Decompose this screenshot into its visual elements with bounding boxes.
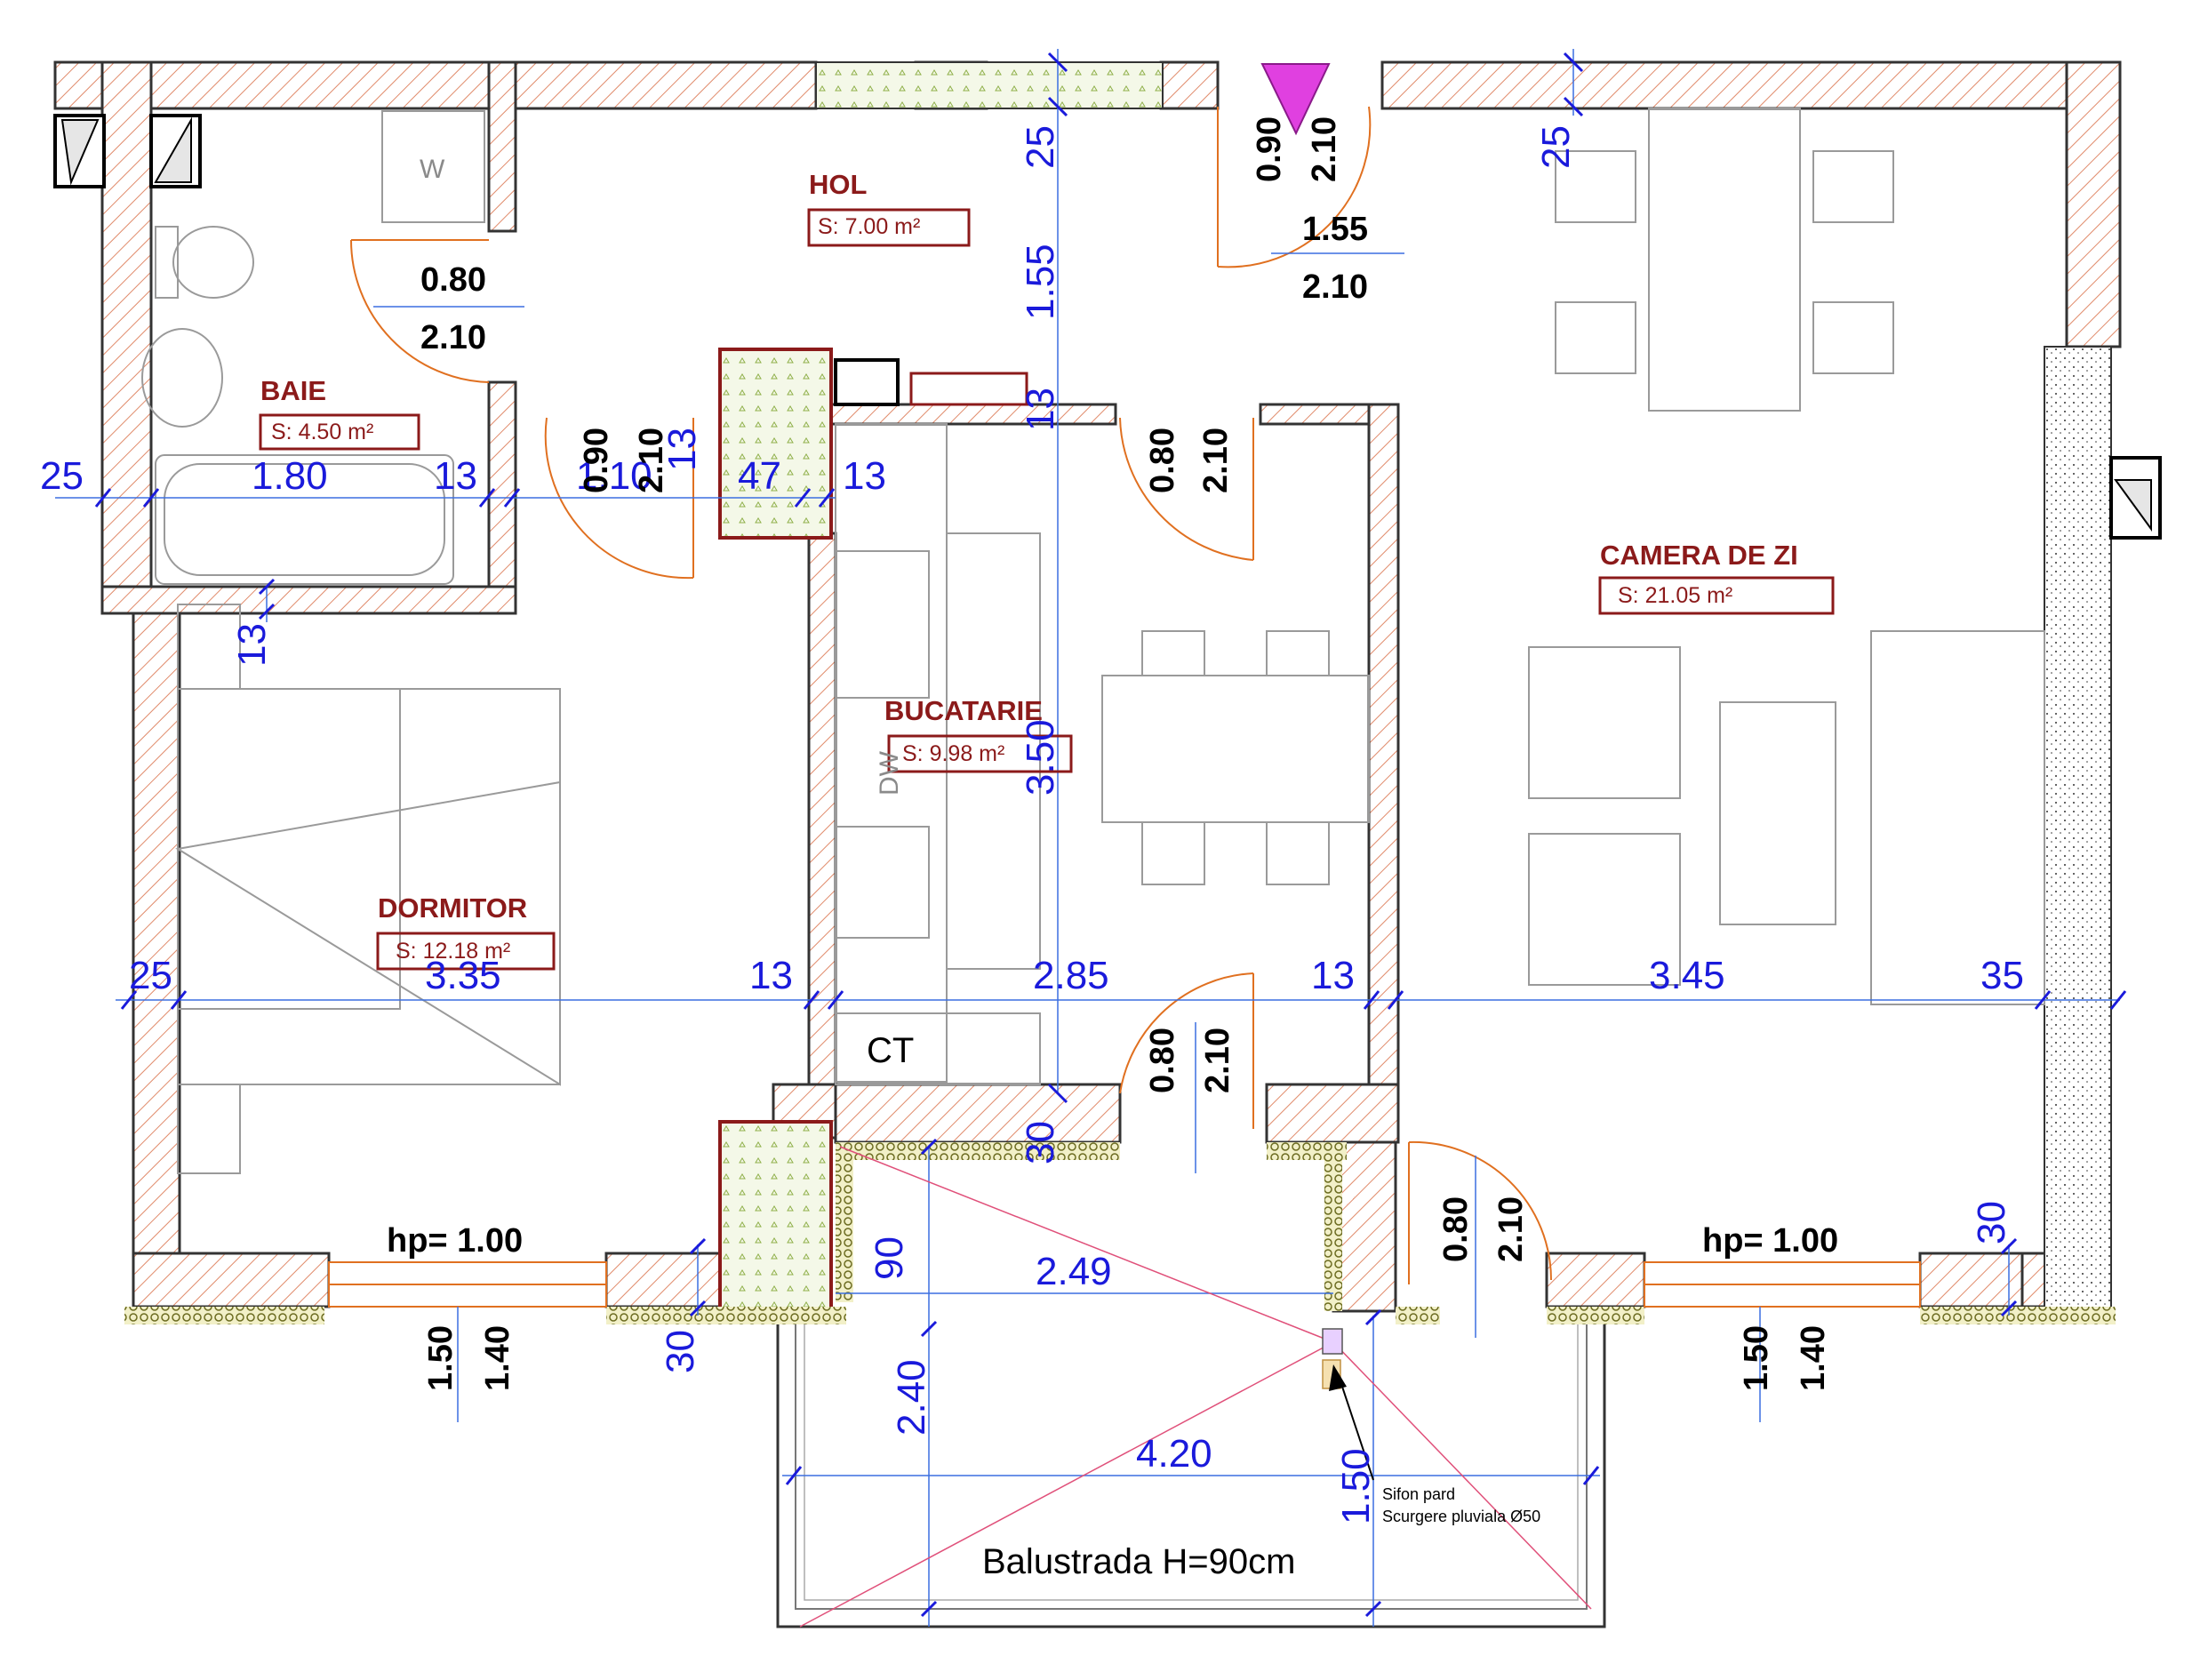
- drain-label-2: Scurgere pluviala Ø50: [1382, 1508, 1540, 1525]
- window-width-label: 1.50: [422, 1325, 460, 1391]
- dim-label: 1.10: [576, 454, 652, 498]
- misc-labels: W DW CT Balustrada H=90cm Sifon pard Scu…: [420, 155, 1540, 1581]
- door-width-label: 1.55: [1302, 211, 1368, 248]
- dim-label: 3.35: [425, 954, 501, 997]
- door-width-label: 0.80: [1144, 1028, 1181, 1093]
- dim-label: 1.80: [252, 454, 328, 498]
- walls: [53, 60, 2122, 1324]
- drain-slope-lines: [799, 1146, 1592, 1628]
- door-width-label: 0.80: [420, 261, 486, 299]
- dim-label: 25: [1019, 125, 1062, 169]
- opening-labels: 0.90 2.10 1.55 2.10 0.80 2.10 0.90 2.10 …: [387, 116, 1838, 1391]
- washing-machine-label: W: [420, 155, 445, 184]
- dim-label: 47: [738, 454, 781, 498]
- dim-label: 13: [1019, 388, 1062, 431]
- doors: [350, 63, 1552, 1284]
- dim-label: 3.45: [1649, 954, 1725, 997]
- dim-label: 13: [230, 623, 274, 667]
- dim-label: 13: [749, 954, 793, 997]
- door-height-label: 2.10: [420, 319, 486, 356]
- room-name-bucatarie: BUCATARIE: [884, 695, 1043, 726]
- room-area-camera-de-zi: S: 21.05 m²: [1618, 583, 1732, 608]
- room-name-camera-de-zi: CAMERA DE ZI: [1600, 540, 1798, 571]
- room-name-dormitor: DORMITOR: [378, 892, 527, 924]
- window-width-label: 1.50: [1738, 1325, 1775, 1391]
- room-area-baie: S: 4.50 m²: [271, 420, 373, 444]
- door-height-label: 2.10: [1302, 268, 1368, 306]
- dim-label: 2.40: [890, 1359, 933, 1436]
- dim-label: 25: [1534, 125, 1578, 169]
- room-name-hol: HOL: [809, 169, 867, 200]
- dim-label: 25: [129, 954, 172, 997]
- room-area-hol: S: 7.00 m²: [818, 214, 920, 239]
- room-area-dormitor: S: 12.18 m²: [396, 939, 510, 964]
- dim-label: 13: [660, 428, 704, 471]
- dim-label: 13: [1311, 954, 1355, 997]
- door-height-label: 2.10: [1197, 428, 1235, 493]
- room-labels: HOL S: 7.00 m² BAIE S: 4.50 m² BUCATARIE…: [259, 169, 1835, 971]
- balcony-railing-label: Balustrada H=90cm: [982, 1542, 1295, 1581]
- dim-label: 30: [659, 1330, 702, 1373]
- dim-label: 13: [434, 454, 477, 498]
- door-width-label: 0.90: [578, 428, 615, 493]
- window-sill-height: hp= 1.00: [1702, 1222, 1838, 1260]
- dim-label: 35: [1980, 954, 2024, 997]
- boiler-label: CT: [867, 1031, 914, 1070]
- dim-label: 90: [868, 1236, 911, 1280]
- dishwasher-label: DW: [875, 750, 904, 796]
- dim-label: 2.85: [1033, 954, 1109, 997]
- door-height-label: 2.10: [1492, 1196, 1530, 1262]
- windows: [53, 114, 2162, 1308]
- door-width-label: 0.80: [1437, 1196, 1475, 1262]
- door-width-label: 0.90: [1251, 116, 1288, 182]
- door-height-label: 2.10: [1306, 116, 1343, 182]
- room-name-baie: BAIE: [260, 375, 326, 406]
- dim-label: 3.50: [1019, 719, 1062, 796]
- door-height-label: 2.10: [1199, 1028, 1236, 1093]
- dimension-labels: 25 1.55 25 25 1.80 13 1.10 13 47 13 13 1…: [40, 125, 2024, 1524]
- dim-label: 30: [1019, 1121, 1062, 1164]
- window-sill-height: hp= 1.00: [387, 1222, 523, 1260]
- dimension-lines: [55, 49, 2127, 1627]
- dim-label: 25: [40, 454, 84, 498]
- dim-label: 2.49: [1036, 1250, 1112, 1293]
- dim-label: 30: [1970, 1201, 2013, 1244]
- door-height-label: 2.10: [633, 428, 670, 493]
- dim-label: 1.55: [1019, 244, 1062, 320]
- door-width-label: 0.80: [1144, 428, 1181, 493]
- dim-label: 4.20: [1136, 1432, 1212, 1476]
- room-area-bucatarie: S: 9.98 m²: [902, 741, 1004, 766]
- furniture: [141, 108, 2045, 1628]
- window-height-label: 1.40: [479, 1325, 516, 1391]
- window-height-label: 1.40: [1795, 1325, 1832, 1391]
- dim-label: 13: [843, 454, 886, 498]
- drain-label: Sifon pard: [1382, 1485, 1455, 1503]
- dim-label: 1.50: [1334, 1448, 1378, 1524]
